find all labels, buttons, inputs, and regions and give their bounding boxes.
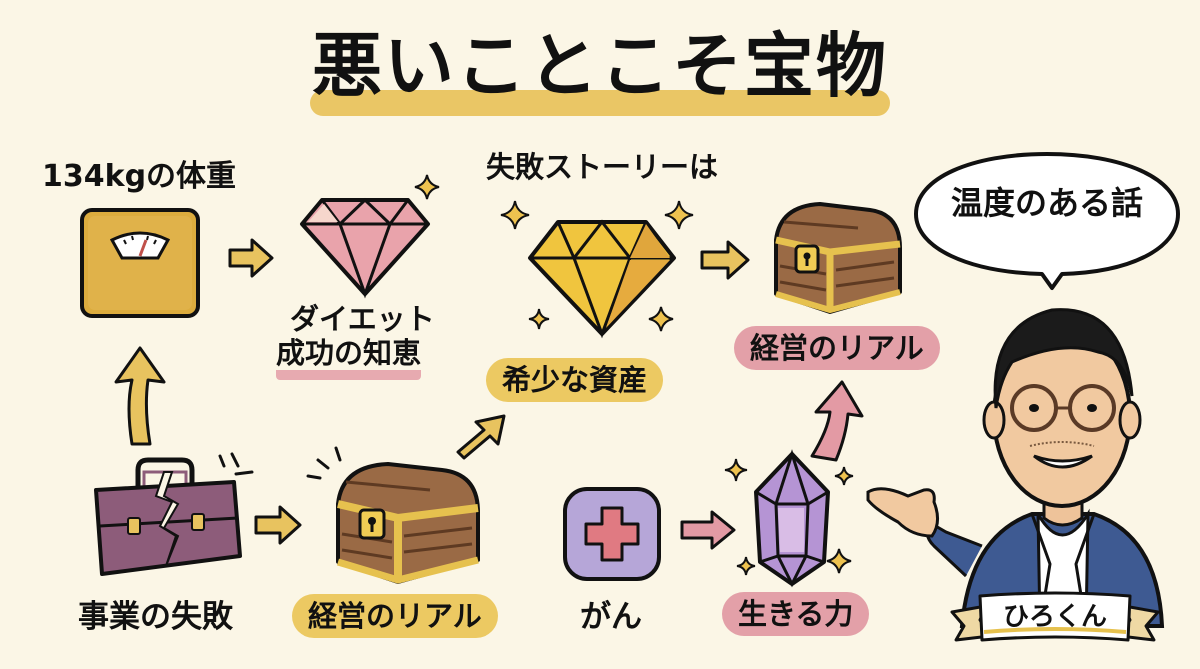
failure-story-label: 失敗ストーリーは [486,150,719,184]
medical-cross-icon [563,487,661,581]
weight-label: 134kgの体重 [42,159,237,194]
cancer-label: がん [580,599,642,635]
pink-diamond-icon [300,197,430,299]
title-block: 悪いことこそ宝物 [310,22,890,122]
curved-arrow-up-icon [114,346,166,446]
name-ribbon [950,591,1160,642]
sparkle-icon [648,306,674,332]
arrow-right-icon [700,240,750,280]
presenter-avatar [866,308,1165,628]
arrow-up-right-icon [456,414,506,460]
sparkle-icon [724,458,748,482]
character-name: ひろくん [1002,602,1107,632]
business-failure-label: 事業の失敗 [78,599,233,635]
arrow-right-icon [228,238,274,278]
speech-bubble-text: 温度のある話 [950,184,1143,222]
gold-diamond-icon [528,219,676,339]
page-title: 悪いことこそ宝物 [312,25,888,107]
sparkle-icon [528,308,550,330]
sparkle-icon [736,556,756,576]
business-reality-pill-top: 経営のリアル [734,326,940,370]
sparkle-icon [834,466,854,486]
sparkle-icon [826,548,852,574]
sparkle-icon [414,174,440,200]
diet-label-line1: ダイエット [290,302,435,336]
treasure-chest-icon [774,202,902,314]
business-reality-pill-bottom: 経営のリアル [292,594,498,638]
bathroom-scale-icon [80,208,200,318]
burst-lines-icon [306,446,342,480]
purple-crystal-icon [754,449,830,588]
broken-briefcase-icon [94,457,242,576]
sparkle-icon [500,200,530,230]
rare-asset-pill: 希少な資産 [486,358,664,402]
arrow-right-icon [254,505,302,545]
treasure-chest-icon [336,462,480,584]
burst-lines-icon [218,452,254,476]
sparkle-icon [664,200,694,230]
curved-arrow-up-icon [810,380,864,462]
title-highlight [310,90,890,116]
life-power-pill: 生きる力 [722,592,870,636]
diet-label-line2: 成功の知恵 [276,336,422,380]
arrow-right-icon [680,510,736,550]
speech-bubble [914,152,1180,290]
